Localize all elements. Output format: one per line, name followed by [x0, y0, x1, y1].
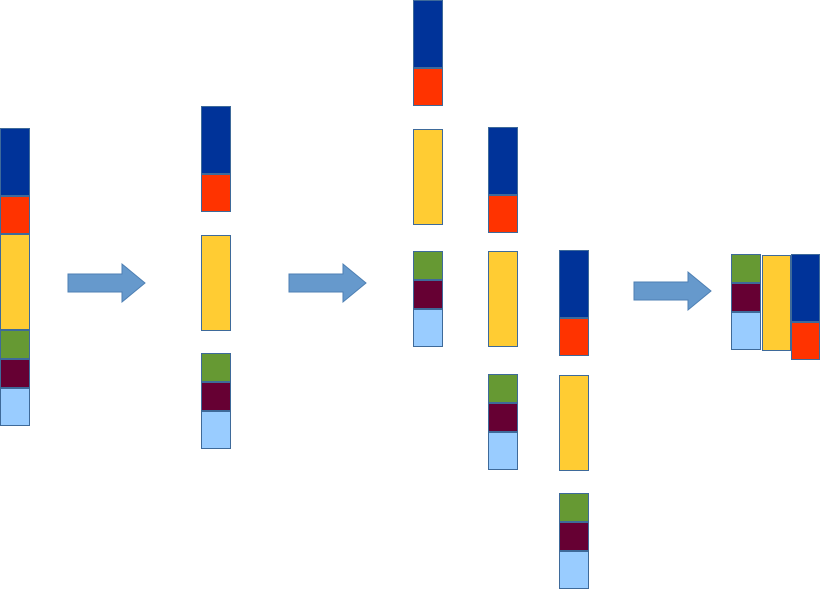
stage1-segment-maroon	[0, 359, 30, 388]
stage1-segment-yellow	[0, 234, 30, 330]
stage1-segment-green	[0, 330, 30, 359]
stage1-segment-red	[0, 196, 30, 234]
stage2-segment-red	[201, 174, 231, 212]
stage3c-segment-maroon	[559, 522, 589, 551]
stage3b-segment-yellow	[488, 251, 518, 347]
stage3a-segment-green	[413, 251, 443, 280]
stage3c-segment-yellow	[559, 375, 589, 471]
stage2-segment-lightblue	[201, 411, 231, 449]
flow-arrow-1	[67, 262, 146, 304]
stage4-segment-yellow	[762, 255, 791, 351]
stage4-segment-blue	[791, 254, 820, 322]
stage3c-segment-lightblue	[559, 551, 589, 589]
stage3b-segment-red	[488, 195, 518, 233]
stage2-segment-green	[201, 353, 231, 382]
stage3a-segment-blue	[413, 0, 443, 68]
flow-arrow-3	[633, 270, 712, 312]
stage3c-segment-blue	[559, 250, 589, 318]
flow-arrow-2	[288, 262, 367, 304]
stage3a-segment-lightblue	[413, 309, 443, 347]
stage3b-segment-green	[488, 374, 518, 403]
stage4-segment-maroon	[731, 283, 761, 312]
stage2-segment-blue	[201, 106, 231, 174]
stage2-segment-yellow	[201, 235, 231, 331]
stage1-segment-lightblue	[0, 388, 30, 426]
stage4-segment-lightblue	[731, 312, 761, 350]
stage4-segment-green	[731, 254, 761, 283]
stage3a-segment-maroon	[413, 280, 443, 309]
stage3b-segment-blue	[488, 127, 518, 195]
stage3a-segment-red	[413, 68, 443, 106]
stage3c-segment-green	[559, 493, 589, 522]
stage2-segment-maroon	[201, 382, 231, 411]
stage3b-segment-maroon	[488, 403, 518, 432]
stage3c-segment-red	[559, 318, 589, 356]
stage4-segment-red	[791, 322, 820, 360]
stage1-segment-blue	[0, 128, 30, 196]
stage3b-segment-lightblue	[488, 432, 518, 470]
stage3a-segment-yellow	[413, 129, 443, 225]
